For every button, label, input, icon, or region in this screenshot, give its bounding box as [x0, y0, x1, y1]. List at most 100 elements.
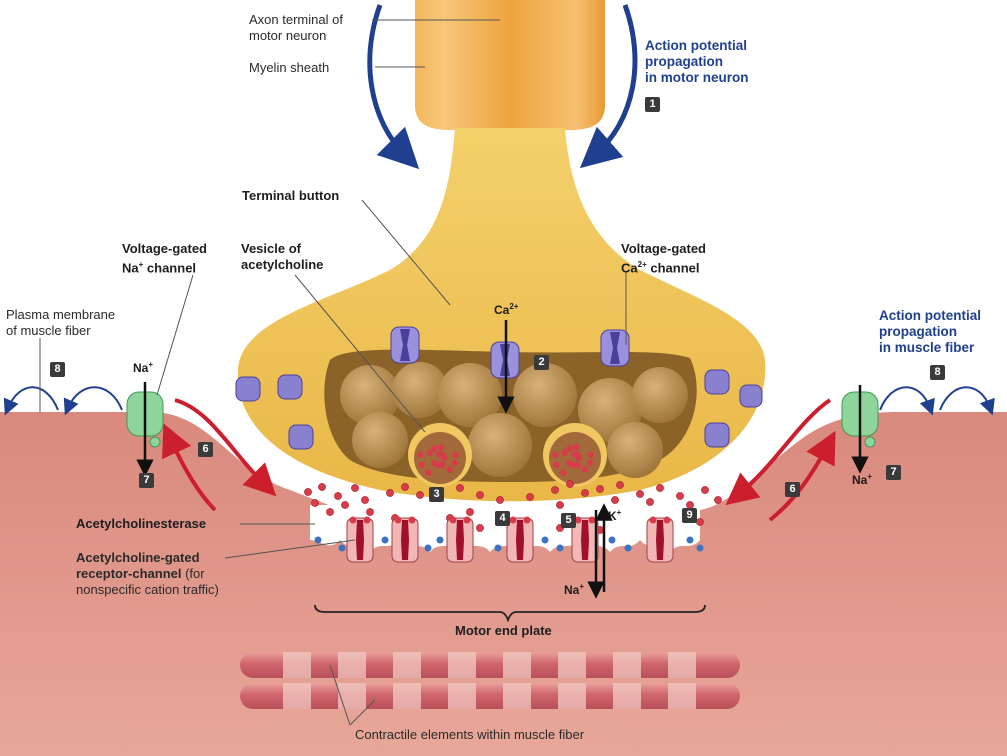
acetylcholinesterase — [381, 536, 389, 544]
sarcomere-band — [283, 683, 311, 709]
sarcomere-band — [338, 652, 366, 678]
label-motor-end-plate: Motor end plate — [455, 623, 552, 638]
ca-channel — [600, 329, 630, 367]
label-acetylcholinesterase: Acetylcholinesterase — [76, 516, 207, 531]
sarcomere-band — [668, 652, 696, 678]
acetylcholine-molecule — [318, 483, 326, 491]
sarcomere-band — [613, 683, 641, 709]
local-current-arrow — [768, 430, 836, 522]
ca-channels — [390, 326, 630, 379]
acetylcholinesterase — [608, 536, 616, 544]
label-myelin-sheath: Myelin sheath — [249, 60, 330, 75]
sarcomere-band — [668, 683, 696, 709]
acetylcholinesterase — [696, 544, 704, 552]
ion-label-k: K+ — [608, 508, 622, 523]
acetylcholine-molecule — [426, 449, 433, 456]
acetylcholinesterase-molecules — [314, 536, 704, 552]
ion-label-na-endplate: Na+ — [564, 582, 585, 597]
sarcomere-band — [558, 652, 586, 678]
acetylcholine-molecule — [611, 496, 619, 504]
acetylcholine-molecule — [566, 445, 573, 452]
ion-label-na-right: Na+ — [852, 472, 873, 487]
acetylcholine-molecule — [561, 449, 568, 456]
leader-lines — [39, 19, 627, 726]
sarcomere-band — [503, 683, 531, 709]
acetylcholine-molecule — [569, 461, 577, 469]
acetylcholine-in-vesicles — [417, 444, 594, 476]
vesicles — [340, 362, 688, 478]
acetylcholine-molecules — [304, 480, 722, 534]
label-ach-receptor: Acetylcholine-gated receptor-channel (fo… — [76, 550, 219, 597]
sarcomere-band — [448, 652, 476, 678]
acetylcholine-molecule — [714, 496, 722, 504]
acetylcholinesterase — [541, 536, 549, 544]
label-ap-motor-neuron: Action potential propagation in motor ne… — [645, 38, 749, 85]
acetylcholine-molecule — [452, 451, 459, 459]
acetylcholine-molecule — [466, 508, 474, 516]
ap-muscle-arrow — [879, 386, 935, 416]
acetylcholine-molecule — [311, 499, 319, 507]
step-badge-9: 9 — [682, 508, 697, 523]
acetylcholine-molecule — [696, 518, 704, 526]
sarcomere-band — [283, 652, 311, 678]
acetylcholine-molecule — [496, 496, 504, 504]
acetylcholine-molecule — [416, 491, 424, 499]
acetylcholine-molecule — [451, 459, 459, 467]
acetylcholine-molecule — [326, 508, 334, 516]
ach-receptors — [346, 516, 674, 563]
acetylcholine-molecule — [701, 486, 709, 494]
acetylcholine-molecule — [456, 484, 464, 492]
acetylcholine-molecule — [646, 498, 654, 506]
ach-receptor-channel — [571, 516, 599, 563]
step-badge-8-right: 8 — [930, 365, 945, 380]
step-badge-7-right: 7 — [886, 465, 901, 480]
acetylcholine-molecule — [334, 492, 342, 500]
motor-end-plate-bracket — [314, 604, 706, 623]
label-vg-na-channel: Voltage-gated Na+ channel — [122, 241, 207, 276]
label-contractile-elements: Contractile elements within muscle fiber — [355, 727, 585, 742]
step-badge-6-right: 6 — [785, 482, 800, 497]
acetylcholine-molecule — [417, 451, 424, 459]
acetylcholine-molecule — [596, 485, 604, 493]
step-badge-1: 1 — [645, 97, 660, 112]
ach-receptor-channel — [346, 516, 374, 563]
acetylcholine-molecule — [526, 493, 534, 501]
acetylcholine-molecule — [436, 451, 443, 458]
acetylcholine-molecule — [571, 451, 578, 458]
acetylcholinesterase — [424, 544, 432, 552]
sarcomere-band — [393, 683, 421, 709]
acetylcholinesterase — [314, 536, 322, 544]
acetylcholinesterase — [494, 544, 502, 552]
sarcomere-band — [393, 652, 421, 678]
acetylcholine-molecule — [636, 490, 644, 498]
ion-label-ca: Ca2+ — [494, 302, 519, 317]
acetylcholine-molecule — [361, 496, 369, 504]
acetylcholinesterase — [556, 544, 564, 552]
acetylcholine-molecule — [656, 484, 664, 492]
acetylcholinesterase — [686, 536, 694, 544]
ap-muscle-arrow — [63, 386, 123, 416]
acetylcholine-molecule — [418, 461, 425, 469]
label-ap-muscle-fiber: Action potential propagation in muscle f… — [879, 308, 981, 355]
label-vesicle-ach: Vesicle of acetylcholine — [241, 241, 324, 272]
ion-label-na-left: Na+ — [133, 360, 154, 375]
acetylcholine-molecule — [341, 501, 349, 509]
acetylcholine-molecule — [431, 445, 438, 452]
acetylcholine-molecule — [556, 501, 564, 509]
sarcomere-band — [448, 683, 476, 709]
label-terminal-button: Terminal button — [242, 188, 340, 203]
acetylcholine-molecule — [446, 466, 453, 473]
acetylcholine-molecule — [366, 508, 374, 516]
label-axon-terminal: Axon terminal of motor neuron — [249, 12, 343, 43]
acetylcholine-molecule — [401, 483, 409, 491]
local-current-arrow — [725, 398, 832, 506]
acetylcholine-molecule — [386, 489, 394, 497]
surface-ca-channels — [235, 369, 763, 450]
acetylcholine-molecule — [586, 459, 594, 467]
sarcomere-band — [503, 652, 531, 678]
acetylcholine-molecule — [560, 469, 567, 476]
acetylcholine-molecule — [587, 451, 594, 459]
acetylcholine-molecule — [553, 461, 560, 469]
acetylcholine-molecule — [425, 469, 432, 476]
